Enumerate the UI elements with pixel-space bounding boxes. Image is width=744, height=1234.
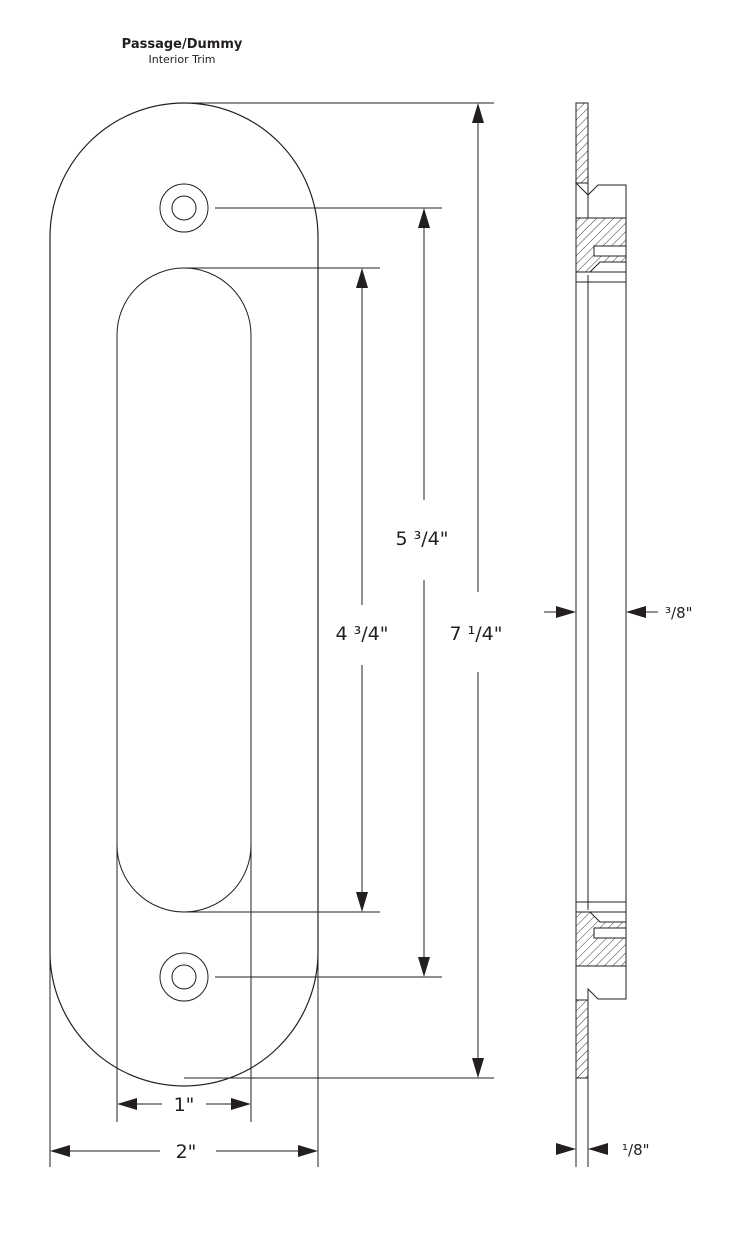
drawing-title: Passage/Dummy: [122, 37, 243, 52]
dim-recess-width-label: 1": [174, 1094, 195, 1116]
boss-section-bottom: [575, 901, 627, 1001]
dim-overall-height-label: 7 ¹/4": [450, 623, 503, 645]
screw-hole-bottom: [159, 952, 209, 1002]
dim-screw-spacing-label: 5 ³/4": [396, 528, 449, 550]
plate-section-bottom: [575, 999, 589, 1079]
recess-outline: [116, 267, 252, 913]
dim-projection: [544, 606, 658, 618]
plate-outline: [49, 102, 319, 1087]
screw-hole-top: [159, 183, 209, 233]
drawing-subtitle: Interior Trim: [148, 53, 215, 66]
dim-recess-width: [116, 845, 252, 1122]
boss-section-top: [574, 182, 627, 283]
front-view: [49, 102, 319, 1087]
dim-overall-height: [184, 102, 494, 1079]
dim-recess-height-label: 4 ³/4": [336, 623, 389, 645]
side-view: ³/8" ¹/8": [544, 102, 693, 1167]
dim-overall-width-label: 2": [176, 1141, 197, 1163]
projection-body: [587, 281, 627, 903]
dim-projection-label: ³/8": [665, 604, 693, 622]
dim-recess-height: [184, 267, 380, 913]
dim-plate-thickness-label: ¹/8": [622, 1141, 650, 1159]
plate-section-top: [575, 102, 589, 184]
dim-screw-spacing: [215, 207, 442, 978]
dim-overall-width: [49, 952, 319, 1167]
dim-plate-thickness: [556, 1078, 608, 1167]
